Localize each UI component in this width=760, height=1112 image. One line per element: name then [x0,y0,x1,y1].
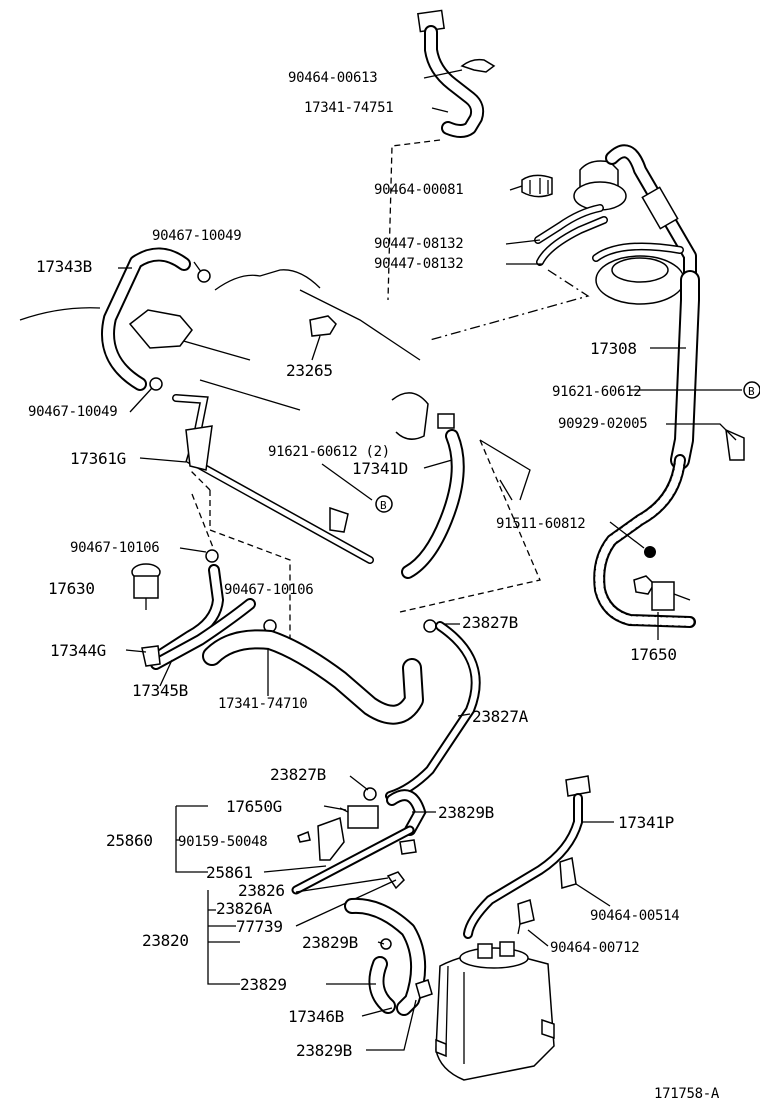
engine-outline [19,269,421,411]
clamp-23827B-a [423,619,437,633]
label-23826A: 23826A [216,899,273,918]
hose-17341D [401,429,465,579]
clamp-90467-10049 [149,269,211,391]
dash-path-1 [387,139,441,301]
hose-17341-74710 [202,629,424,725]
label-23829B-b: 23829B [302,933,358,952]
cap-17341P [565,775,591,797]
bracket-90929-02005 [725,428,745,461]
label-23827A: 23827A [472,707,529,726]
label-17345B: 17345B [132,681,188,700]
label-23827B-a: 23827B [462,613,518,632]
svg-text:B: B [380,499,387,512]
label-25861: 25861 [206,863,253,882]
callout-b-right: B [743,381,760,399]
clamp-90467-10106-a [205,549,219,563]
label-90467-10106-a: 90467-10106 [70,540,159,556]
label-17361G: 17361G [70,449,126,468]
svg-text:B: B [748,385,755,398]
label-23829B-a: 23829B [438,803,494,822]
label-90464-00081: 90464-00081 [374,182,463,198]
label-17344G: 17344G [50,641,106,660]
valve-17650 [633,575,691,611]
vsv-23265-group [128,309,337,349]
label-17341-74710: 17341-74710 [218,696,307,712]
label-23829: 23829 [240,975,287,994]
label-25860: 25860 [106,831,153,850]
valve-17650G [339,805,379,829]
fitting-near-17341D [391,392,455,440]
label-90464-00514: 90464-00514 [590,908,679,924]
clip-90464-00514 [559,857,577,889]
hoses-17344G-17345B [141,564,256,670]
diagram-id: 171758-A [654,1086,720,1102]
dash-path-2 [429,269,590,341]
hoses-90447-08132 [534,204,608,266]
hose-17341-74751 [417,9,496,138]
label-17341D: 17341D [352,459,408,478]
label-17343B: 17343B [36,257,92,276]
pipe-23826 [291,825,417,895]
label-91511-60812: 91511-60812 [496,516,585,532]
label-90447-08132-b: 90447-08132 [374,256,463,272]
label-17308: 17308 [590,339,637,358]
label-90447-08132-a: 90447-08132 [374,236,463,252]
hose-17308 [593,270,700,628]
label-77739: 77739 [236,917,283,936]
clip-91511-60812 [644,546,656,558]
label-17650: 17650 [630,645,677,664]
leader-90464-00613 [423,69,463,79]
dash-path-3 [399,439,541,613]
label-90467-10106-b: 90467-10106 [224,582,313,598]
bracket-25861 [317,816,345,861]
clip-90464-00712 [517,899,535,935]
label-17346B: 17346B [288,1007,344,1026]
clamp-90464-00081 [521,174,553,198]
label-90467-10049-b: 90467-10049 [28,404,117,420]
label-17341-74751: 17341-74751 [304,100,393,116]
clamp-23827B-b [363,787,377,801]
label-23827B-b: 23827B [270,765,326,784]
leader-17341-74751 [431,107,449,113]
label-90467-10049-a: 90467-10049 [152,228,241,244]
pipe-17361G [172,394,374,564]
bolt-90159-50048 [297,830,311,843]
label-90929-02005: 90929-02005 [558,416,647,432]
hoses-23829-17346B [344,897,433,1016]
label-90464-00712: 90464-00712 [550,940,639,956]
charcoal-canister-upper [592,242,685,305]
hose-17343B [101,247,191,391]
label-90159-50048: 90159-50048 [178,834,267,850]
label-91621-60612-2: 91621-60612 (2) [268,444,390,460]
label-91621-60612: 91621-60612 [552,384,641,400]
label-17341P: 17341P [618,813,674,832]
label-23829B-c: 23829B [296,1041,352,1060]
label-23826: 23826 [238,881,285,900]
label-17630: 17630 [48,579,95,598]
label-90464-00613: 90464-00613 [288,70,377,86]
valve-17630 [131,563,161,610]
label-23265: 23265 [286,361,333,380]
label-17650G: 17650G [226,797,282,816]
charcoal-canister [435,941,555,1081]
hose-17341P [463,793,583,939]
callout-b-mid: B [375,495,393,513]
label-23820: 23820 [142,931,189,950]
